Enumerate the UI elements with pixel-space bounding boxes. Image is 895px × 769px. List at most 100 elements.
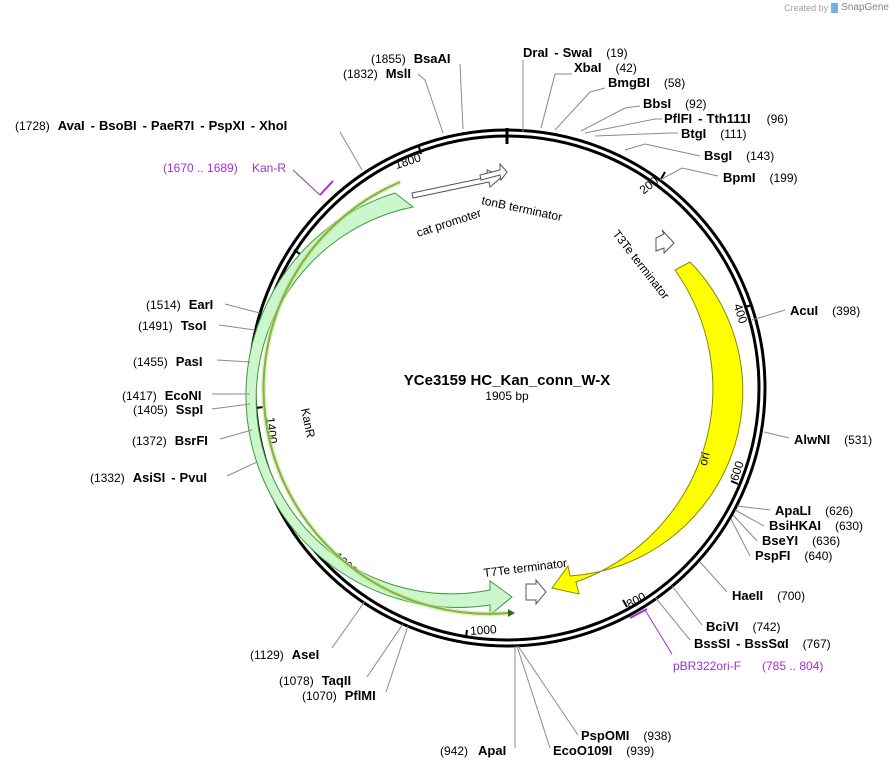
site-label-bmgbi[interactable]: BmgBI(58) [608,75,685,90]
site-label-asei[interactable]: (1129)AseI [250,647,319,662]
site-label-bsrfi[interactable]: (1372)BsrFI [132,433,208,448]
site-leader [734,509,765,527]
site-leader [554,87,606,131]
site-label-pflmi[interactable]: (1070)PflMI [302,688,376,703]
primer-mark-kan-r[interactable] [319,180,334,196]
site-label-bbsi[interactable]: BbsI(92) [643,96,707,111]
site-label-pflfi[interactable]: PflFI-Tth111I(96) [664,111,788,126]
site-label-haeii[interactable]: HaeII(700) [732,588,805,603]
feature-label-kanr: KanR [298,407,318,440]
snapgene-logo-icon [831,2,839,13]
feature-ori[interactable] [551,261,744,595]
site-leader [218,324,256,331]
feature-t3te-terminator[interactable] [655,229,675,255]
kanr-track-arrowhead-icon [508,609,515,617]
restriction-sites: DraI-SwaI(19) XbaI(42) BmgBI(58) BbsI(92… [15,45,872,758]
site-label-bpmi[interactable]: BpmI(199) [723,170,798,185]
site-leader [339,131,363,171]
site-label-apai[interactable]: (942)ApaI [440,743,506,758]
tick-mark [465,629,468,638]
tick-mark [418,146,422,155]
site-label-apali[interactable]: ApaLI(626) [775,503,853,518]
tick-mark [660,171,666,180]
site-leader [516,645,551,749]
feature-cat-promoter-arrow[interactable] [479,162,508,182]
site-leader [654,596,691,641]
site-leader [659,167,719,181]
site-leader [459,63,464,130]
plasmid-length: 1905 bp [485,389,529,403]
site-leader [730,518,751,557]
site-label-sspi[interactable]: (1405)SspI [133,402,203,417]
site-label-msli[interactable]: (1832)MslI [343,66,411,81]
primer-leader-pbr322ori-f [644,609,673,655]
feature-kanr[interactable] [245,192,513,617]
site-leader [224,303,261,314]
primer-name-pbr322ori-f: pBR322ori-F [673,659,741,673]
site-leader [219,429,253,440]
site-label-bsihkai[interactable]: BsiHKAI(630) [769,518,863,533]
feature-label-ori: ori [696,451,713,467]
site-leader [226,461,258,477]
tick-label-600: 600 [727,459,747,483]
snapgene-name: SnapGene [841,2,889,13]
site-label-bsaai[interactable]: (1855)BsaAI [371,51,451,66]
primer-mark-pbr322ori-f[interactable] [629,608,648,619]
site-leader [624,143,701,157]
site-leader [751,309,786,321]
site-label-bsgi[interactable]: BsgI(143) [704,148,774,163]
site-label-taqii[interactable]: (1078)TaqII [279,673,351,688]
site-label-eari[interactable]: (1514)EarI [146,297,213,312]
site-leader [540,73,572,129]
primer-name-kan-r: Kan-R [252,161,286,175]
site-leader [699,561,728,593]
site-leader [366,623,404,678]
site-label-acui[interactable]: AcuI(398) [790,303,860,318]
feature-kanr-track [262,181,509,615]
snapgene-branding: Created by SnapGene [784,2,889,13]
site-leader [417,73,444,134]
site-leader [594,132,678,137]
feature-label-cat-promoter: cat promoter [415,206,483,240]
site-leader [211,403,251,410]
primer-range-kan-r: (1670 .. 1689) [163,161,238,175]
site-leader [763,431,790,439]
site-leader [331,600,366,649]
primer-leader-kan-r [292,169,321,196]
site-leader [385,625,409,693]
site-label-drai[interactable]: DraI-SwaI(19) [523,45,628,60]
site-label-pasi[interactable]: (1455)PasI [133,354,202,369]
site-label-econi[interactable]: (1417)EcoNI [122,388,202,403]
site-leader [736,505,771,511]
feature-label-tonb: tonB terminator [480,193,563,224]
site-label-xbai[interactable]: XbaI(42) [574,60,637,75]
tick-mark [730,480,739,485]
site-label-btgi[interactable]: BtgI(111) [681,126,747,141]
site-label-ecoo109i[interactable]: EcoO109I(939) [553,743,654,758]
site-label-tsoi[interactable]: (1491)TsoI [138,318,206,333]
primer-range-pbr322ori-f: (785 .. 804) [762,659,823,673]
feature-t7te-terminator[interactable] [525,578,547,606]
site-label-pspomi[interactable]: PspOMI(938) [581,728,671,743]
site-label-alwni[interactable]: AlwNI(531) [794,432,872,447]
site-leader [584,118,662,134]
site-leader [732,514,758,542]
plasmid-name: YCe3159 HC_Kan_conn_W-X [404,372,610,389]
site-leader [671,585,703,626]
site-label-asisi[interactable]: (1332)AsiSI-PvuI [90,470,207,485]
feature-kanr-track-highlight [261,179,509,617]
site-label-bseyi[interactable]: BseYI(636) [762,533,840,548]
tick-mark [622,599,628,608]
site-label-avai[interactable]: (1728)AvaI-BsoBI-PaeR7I-PspXI-XhoI [15,118,287,133]
tick-label-1000: 1000 [470,622,498,638]
created-by-text: Created by [784,2,829,13]
site-label-bsssi[interactable]: BssSI-BssSαI(767) [694,636,831,651]
feature-label-t7te: T7Te terminator [483,556,568,580]
tick-mark [744,304,753,308]
site-leader [216,359,251,363]
tick-mark [293,249,301,255]
site-label-pspfi[interactable]: PspFI(640) [755,548,832,563]
primers: (1670 .. 1689) Kan-R pBR322ori-F (785 ..… [163,161,823,673]
site-label-bcivi[interactable]: BciVI(742) [706,619,781,634]
